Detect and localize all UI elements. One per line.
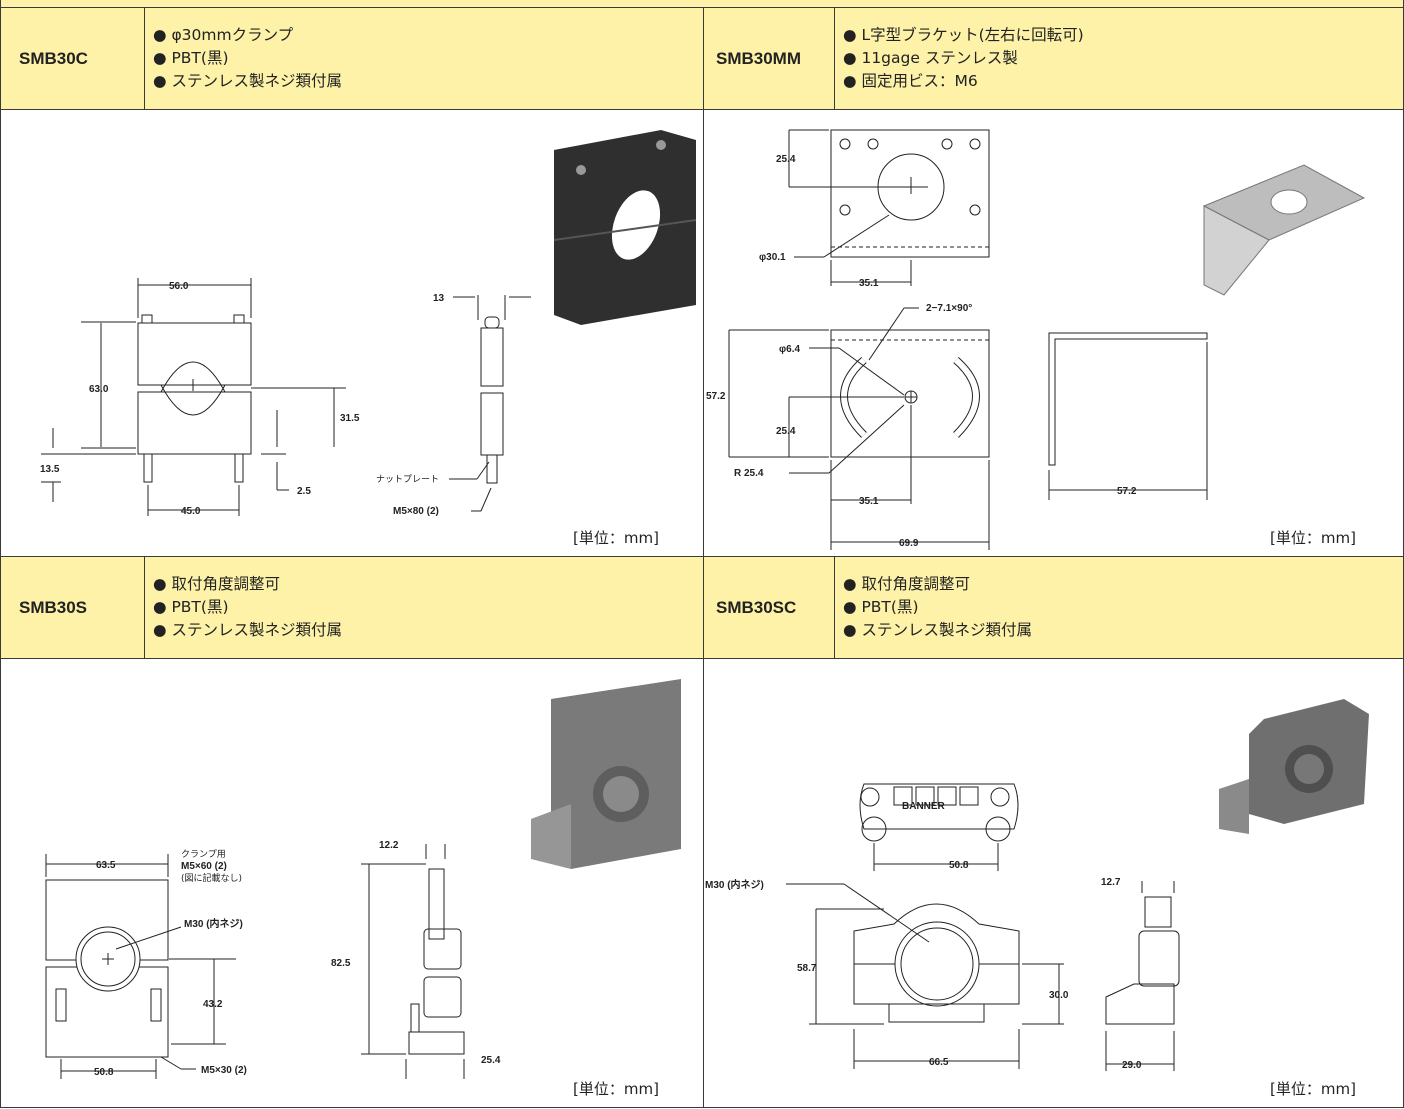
dim-label: 13.5 [40,464,60,475]
drawing-panel-smb30mm: 25.4 φ30.1 35.1 2−7.1×90° φ6.4 57.2 25.4… [703,109,1404,557]
header-smb30mm: SMB30MM ● L字型ブラケット(左右に回転可) ● 11gage ステンレ… [703,7,1404,110]
dim-label: 56.0 [169,281,189,292]
drawing-smb30c: 56.0 63.0 31.5 13.5 2.5 45.0 13 ナットプレート … [40,130,697,517]
header-smb30c: SMB30C ● φ30mmクランプ ● PBT(黒) ● ステンレス製ネジ類付… [0,7,704,110]
product-photo [1219,699,1369,834]
feature: ● 取付角度調整可 [843,575,970,593]
dim-label: 12.7 [1101,877,1121,888]
feature: ● PBT(黒) [153,49,229,67]
feature-list: ● L字型ブラケット(左右に回転可) ● 11gage ステンレス製 ● 固定用… [835,8,1084,109]
feature: ● ステンレス製ネジ類付属 [153,621,342,639]
feature: ● 取付角度調整可 [153,575,280,593]
dim-label: (図に記載なし) [181,872,242,884]
dim-label: 25.4 [776,426,796,437]
dim-label: クランプ用 [181,849,226,860]
feature: ● φ30mmクランプ [153,26,294,44]
dim-label: M5×80 (2) [393,506,439,517]
dim-label: 2.5 [297,486,311,497]
drawing-smb30sc: BANNER 50.8 M30 (内ネジ) 58.7 30.0 66.5 12.… [705,699,1369,1071]
dim-label: 29.0 [1122,1060,1142,1071]
feature: ● 11gage ステンレス製 [843,49,1018,67]
feature: ● 固定用ビス：M6 [843,72,978,90]
unit-label: [単位：mm] [573,529,659,547]
dim-label: 25.4 [481,1055,501,1066]
drawing-smb30s: 63.5 クランプ用 M5×60 (2) (図に記載なし) M30 (内ネジ) … [45,679,681,1079]
feature-list: ● 取付角度調整可 ● PBT(黒) ● ステンレス製ネジ類付属 [145,557,342,658]
dim-label: 69.9 [899,538,919,549]
feature: ● ステンレス製ネジ類付属 [153,72,342,90]
feature: ● PBT(黒) [153,598,229,616]
dim-label: 43.2 [203,999,223,1010]
product-photo [531,679,681,869]
header-smb30sc: SMB30SC ● 取付角度調整可 ● PBT(黒) ● ステンレス製ネジ類付属 [703,556,1404,659]
unit-label: [単位：mm] [1270,1080,1356,1098]
feature: ● L字型ブラケット(左右に回転可) [843,26,1084,44]
feature: ● PBT(黒) [843,598,919,616]
dim-label: 50.8 [94,1067,114,1078]
dim-label: 45.0 [181,506,201,517]
product-photo [1202,164,1366,296]
unit-label: [単位：mm] [1270,529,1356,547]
header-smb30s: SMB30S ● 取付角度調整可 ● PBT(黒) ● ステンレス製ネジ類付属 [0,556,704,659]
dim-label: 63.5 [96,860,116,871]
dim-label: M5×60 (2) [181,861,227,872]
dim-label: 58.7 [797,963,817,974]
dim-label: 66.5 [929,1057,949,1068]
product-code: SMB30C [1,8,145,109]
dim-label: 13 [433,293,445,304]
product-code: SMB30S [1,557,145,658]
dim-label: M30 (内ネジ) [184,917,243,930]
product-photo [553,130,697,325]
unit-label: [単位：mm] [573,1080,659,1098]
dim-label: 63.0 [89,384,109,395]
dim-label: 35.1 [859,278,879,289]
drawing-panel-smb30c: 56.0 63.0 31.5 13.5 2.5 45.0 13 ナットプレート … [0,109,704,557]
dim-label: 12.2 [379,840,399,851]
product-code: SMB30SC [704,557,835,658]
feature-list: ● 取付角度調整可 ● PBT(黒) ● ステンレス製ネジ類付属 [835,557,1032,658]
drawing-panel-smb30sc: BANNER 50.8 M30 (内ネジ) 58.7 30.0 66.5 12.… [703,658,1404,1108]
dim-label: R 25.4 [734,468,764,479]
dim-label: φ6.4 [779,344,800,355]
dim-label: φ30.1 [759,252,786,263]
dim-label: 25.4 [776,154,796,165]
dim-label: 50.8 [949,860,969,871]
product-code: SMB30MM [704,8,835,109]
dim-label: 82.5 [331,958,351,969]
dim-label: 57.2 [706,391,726,402]
dim-label: M5×30 (2) [201,1065,247,1076]
feature-list: ● φ30mmクランプ ● PBT(黒) ● ステンレス製ネジ類付属 [145,8,342,109]
drawing-smb30mm: 25.4 φ30.1 35.1 2−7.1×90° φ6.4 57.2 25.4… [706,129,1366,550]
dim-label: 57.2 [1117,486,1137,497]
dim-label: 2−7.1×90° [926,303,972,314]
dim-label: 30.0 [1049,990,1069,1001]
drawing-panel-smb30s: 63.5 クランプ用 M5×60 (2) (図に記載なし) M30 (内ネジ) … [0,658,704,1108]
dim-label: M30 (内ネジ) [705,878,764,891]
brand-logo-text: BANNER [902,801,946,812]
dim-label: 35.1 [859,496,879,507]
dim-label: 31.5 [340,413,360,424]
dim-label: ナットプレート [376,474,439,485]
feature: ● ステンレス製ネジ類付属 [843,621,1032,639]
